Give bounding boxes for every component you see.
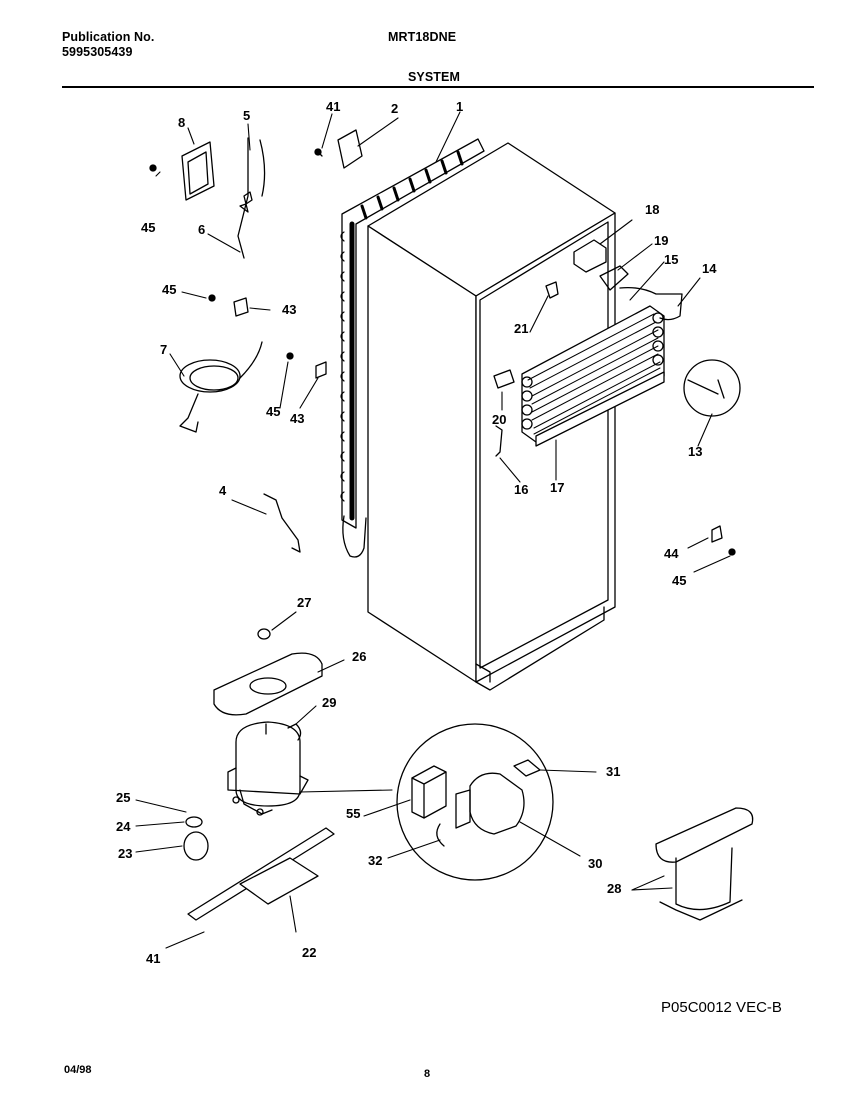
callout-32: 32 — [368, 853, 382, 868]
evaporator-coil-drawing — [521, 305, 665, 447]
compressor-drawing — [213, 652, 323, 816]
callout-30: 30 — [588, 856, 602, 871]
drawing-code: P05C0012 VEC-B — [661, 999, 782, 1016]
callout-6: 6 — [198, 222, 205, 237]
callout-24: 24 — [116, 819, 131, 834]
callout-15: 15 — [664, 252, 678, 267]
header-rule — [62, 86, 814, 88]
callout-18: 18 — [645, 202, 659, 217]
callout-leader-lines — [135, 111, 731, 949]
model-number: MRT18DNE — [388, 30, 457, 44]
callout-27: 27 — [297, 595, 311, 610]
page-number: 8 — [424, 1068, 431, 1080]
callout-8: 8 — [178, 115, 185, 130]
small-parts-drawing — [149, 129, 754, 921]
callout-45-middle: 45 — [162, 282, 176, 297]
callout-19: 19 — [654, 233, 668, 248]
callout-1: 1 — [456, 99, 463, 114]
callout-4: 4 — [219, 483, 227, 498]
callout-41-top: 41 — [326, 99, 340, 114]
callout-14: 14 — [702, 261, 717, 276]
callout-2: 2 — [391, 101, 398, 116]
callout-45-lower: 45 — [266, 404, 280, 419]
callout-17: 17 — [550, 480, 564, 495]
callout-22: 22 — [302, 945, 316, 960]
callout-20: 20 — [492, 412, 506, 427]
callout-55: 55 — [346, 806, 360, 821]
condenser-coil-drawing — [340, 138, 485, 558]
callout-29: 29 — [322, 695, 336, 710]
callout-21: 21 — [514, 321, 528, 336]
callout-23: 23 — [118, 846, 132, 861]
callout-7: 7 — [160, 342, 167, 357]
callout-45-right: 45 — [672, 573, 686, 588]
cabinet-drawing — [367, 142, 616, 691]
callout-43-lower: 43 — [290, 411, 304, 426]
callout-28: 28 — [607, 881, 621, 896]
relay-detail-circle — [396, 723, 554, 881]
section-title: SYSTEM — [408, 70, 460, 84]
callout-16: 16 — [514, 482, 528, 497]
callout-41-bottom: 41 — [146, 951, 160, 966]
callout-25: 25 — [116, 790, 130, 805]
callout-13: 13 — [688, 444, 702, 459]
callout-45-upper: 45 — [141, 220, 155, 235]
footer-date: 04/98 — [64, 1064, 92, 1076]
publication-number: 5995305439 — [62, 45, 133, 59]
callout-44: 44 — [664, 546, 679, 561]
publication-label: Publication No. — [62, 30, 155, 44]
callout-5: 5 — [243, 108, 250, 123]
callout-43-upper: 43 — [282, 302, 296, 317]
callout-31: 31 — [606, 764, 620, 779]
callout-26: 26 — [352, 649, 366, 664]
